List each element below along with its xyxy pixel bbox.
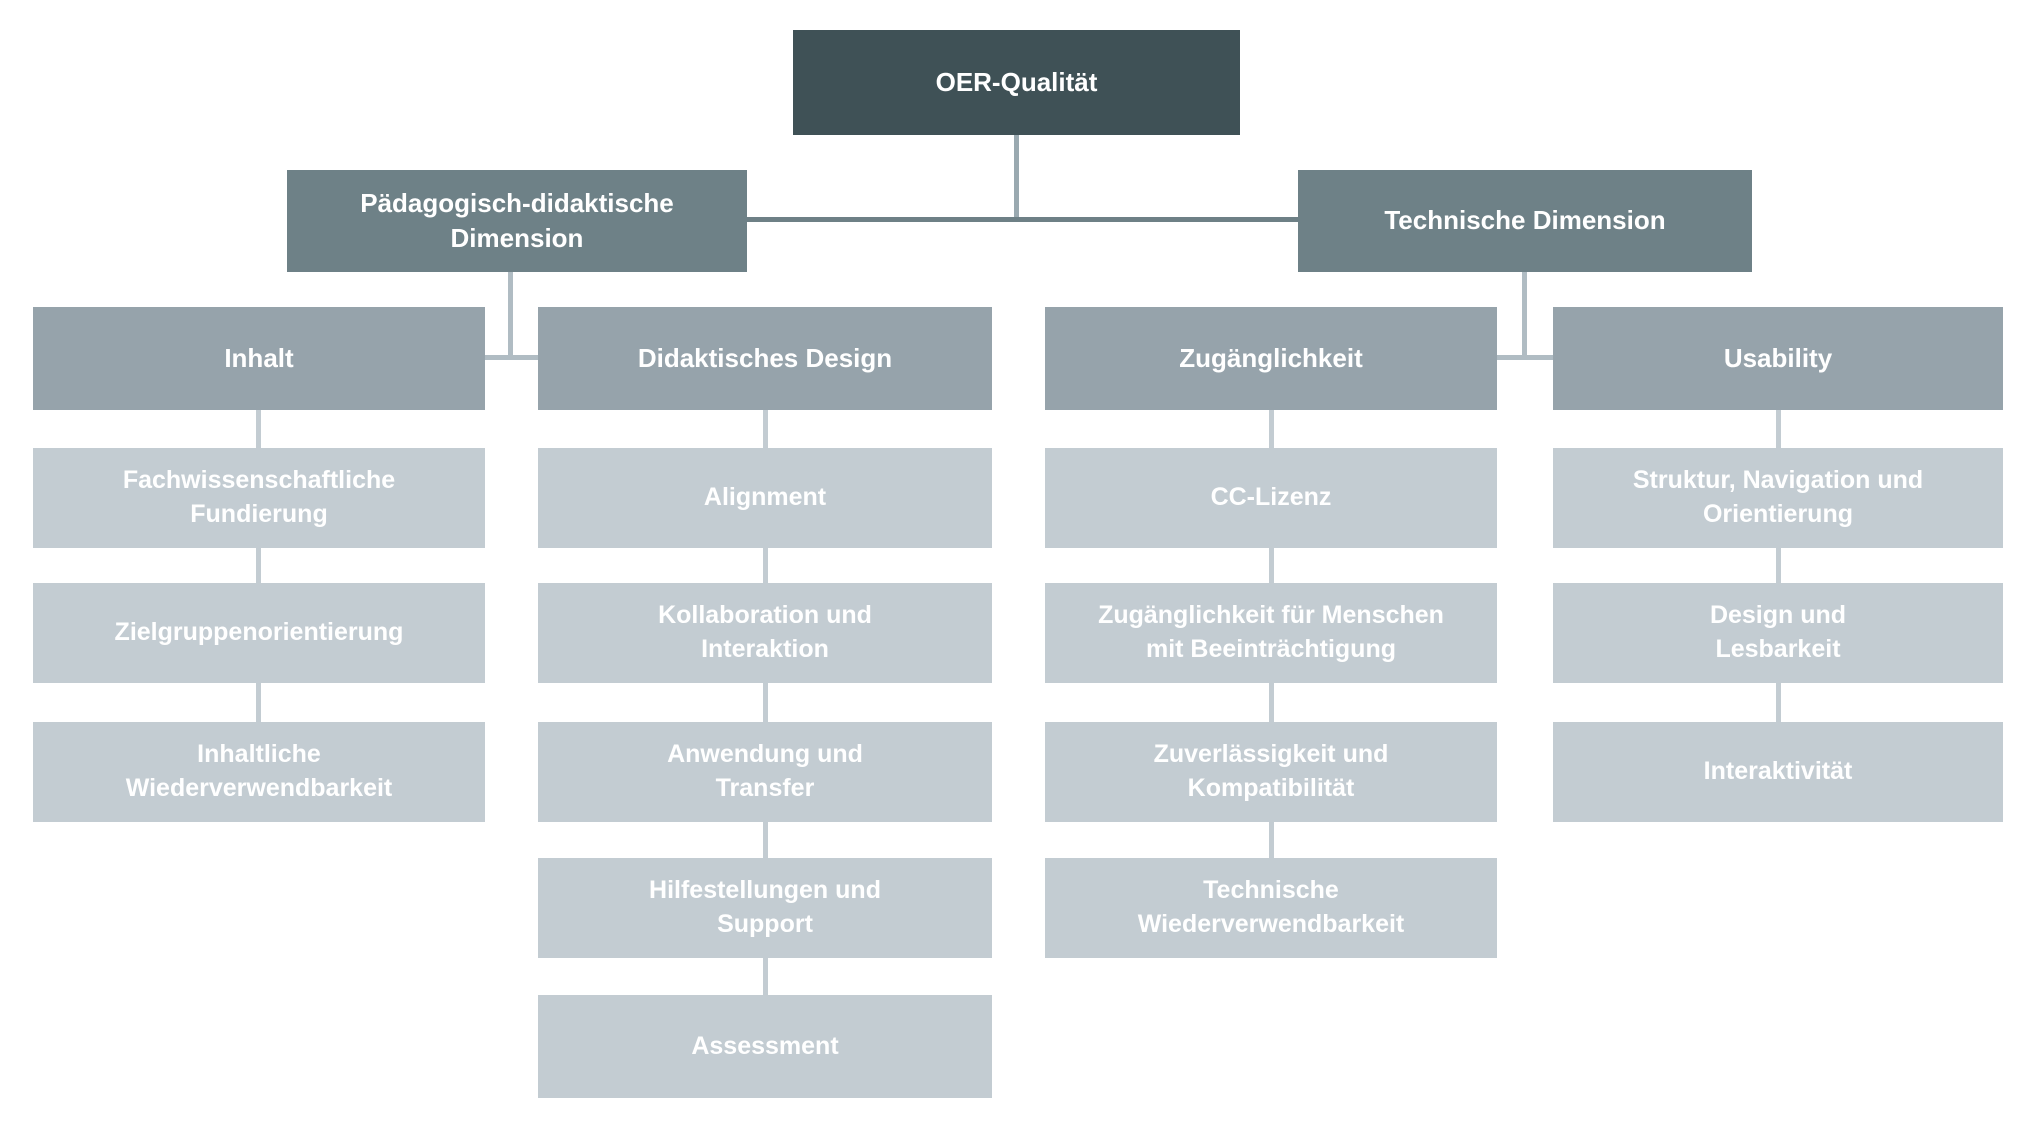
connector-root-vertical	[1014, 135, 1019, 222]
connector-col3-seg2	[1269, 548, 1274, 583]
connector-technische-horizontal	[1497, 355, 1553, 360]
connector-dimensions-horizontal	[747, 217, 1298, 222]
item-zugaenglichkeit-fuer-menschen: Zugänglichkeit für Menschen mit Beeinträ…	[1045, 583, 1497, 683]
item-alignment: Alignment	[538, 448, 992, 548]
connector-col2-seg1	[763, 410, 768, 448]
connector-col2-seg3	[763, 683, 768, 722]
item-struktur-navigation-orientierung: Struktur, Navigation und Orientierung	[1553, 448, 2003, 548]
connector-col1-seg2	[256, 548, 261, 583]
node-paedagogisch-didaktische-dimension: Pädagogisch-didaktische Dimension	[287, 170, 747, 272]
item-kollaboration-und-interaktion: Kollaboration und Interaktion	[538, 583, 992, 683]
node-usability: Usability	[1553, 307, 2003, 410]
item-cc-lizenz: CC-Lizenz	[1045, 448, 1497, 548]
connector-col2-seg4	[763, 822, 768, 858]
connector-technische-vertical	[1522, 272, 1527, 360]
item-anwendung-und-transfer: Anwendung und Transfer	[538, 722, 992, 822]
connector-col3-seg1	[1269, 410, 1274, 448]
item-design-und-lesbarkeit: Design und Lesbarkeit	[1553, 583, 2003, 683]
item-hilfestellungen-und-support: Hilfestellungen und Support	[538, 858, 992, 958]
connector-col3-seg3	[1269, 683, 1274, 722]
connector-col4-seg3	[1776, 683, 1781, 722]
connector-col3-seg4	[1269, 822, 1274, 858]
connector-col4-seg1	[1776, 410, 1781, 448]
node-inhalt: Inhalt	[33, 307, 485, 410]
item-assessment: Assessment	[538, 995, 992, 1098]
node-oer-qualitaet: OER-Qualität	[793, 30, 1240, 135]
connector-col2-seg5	[763, 958, 768, 995]
connector-paedagogisch-horizontal	[485, 355, 538, 360]
item-fachwissenschaftliche-fundierung: Fachwissenschaftliche Fundierung	[33, 448, 485, 548]
node-zugaenglichkeit: Zugänglichkeit	[1045, 307, 1497, 410]
connector-paedagogisch-vertical	[508, 272, 513, 360]
item-inhaltliche-wiederverwendbarkeit: Inhaltliche Wiederverwendbarkeit	[33, 722, 485, 822]
connector-col1-seg3	[256, 683, 261, 722]
connector-col1-seg1	[256, 410, 261, 448]
item-zuverlaessigkeit-und-kompatibilitaet: Zuverlässigkeit und Kompatibilität	[1045, 722, 1497, 822]
item-technische-wiederverwendbarkeit: Technische Wiederverwendbarkeit	[1045, 858, 1497, 958]
connector-col2-seg2	[763, 548, 768, 583]
item-interaktivitaet: Interaktivität	[1553, 722, 2003, 822]
connector-col4-seg2	[1776, 548, 1781, 583]
node-technische-dimension: Technische Dimension	[1298, 170, 1752, 272]
node-didaktisches-design: Didaktisches Design	[538, 307, 992, 410]
item-zielgruppenorientierung: Zielgruppenorientierung	[33, 583, 485, 683]
